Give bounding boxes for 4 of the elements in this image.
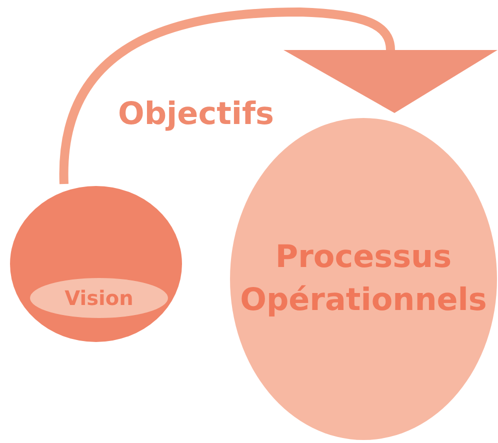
node-text: Processus Opérationnels <box>239 238 488 320</box>
edge-label: Objectifs <box>118 96 274 132</box>
node-text: Vision <box>64 285 134 312</box>
ellipse-node <box>30 278 168 318</box>
